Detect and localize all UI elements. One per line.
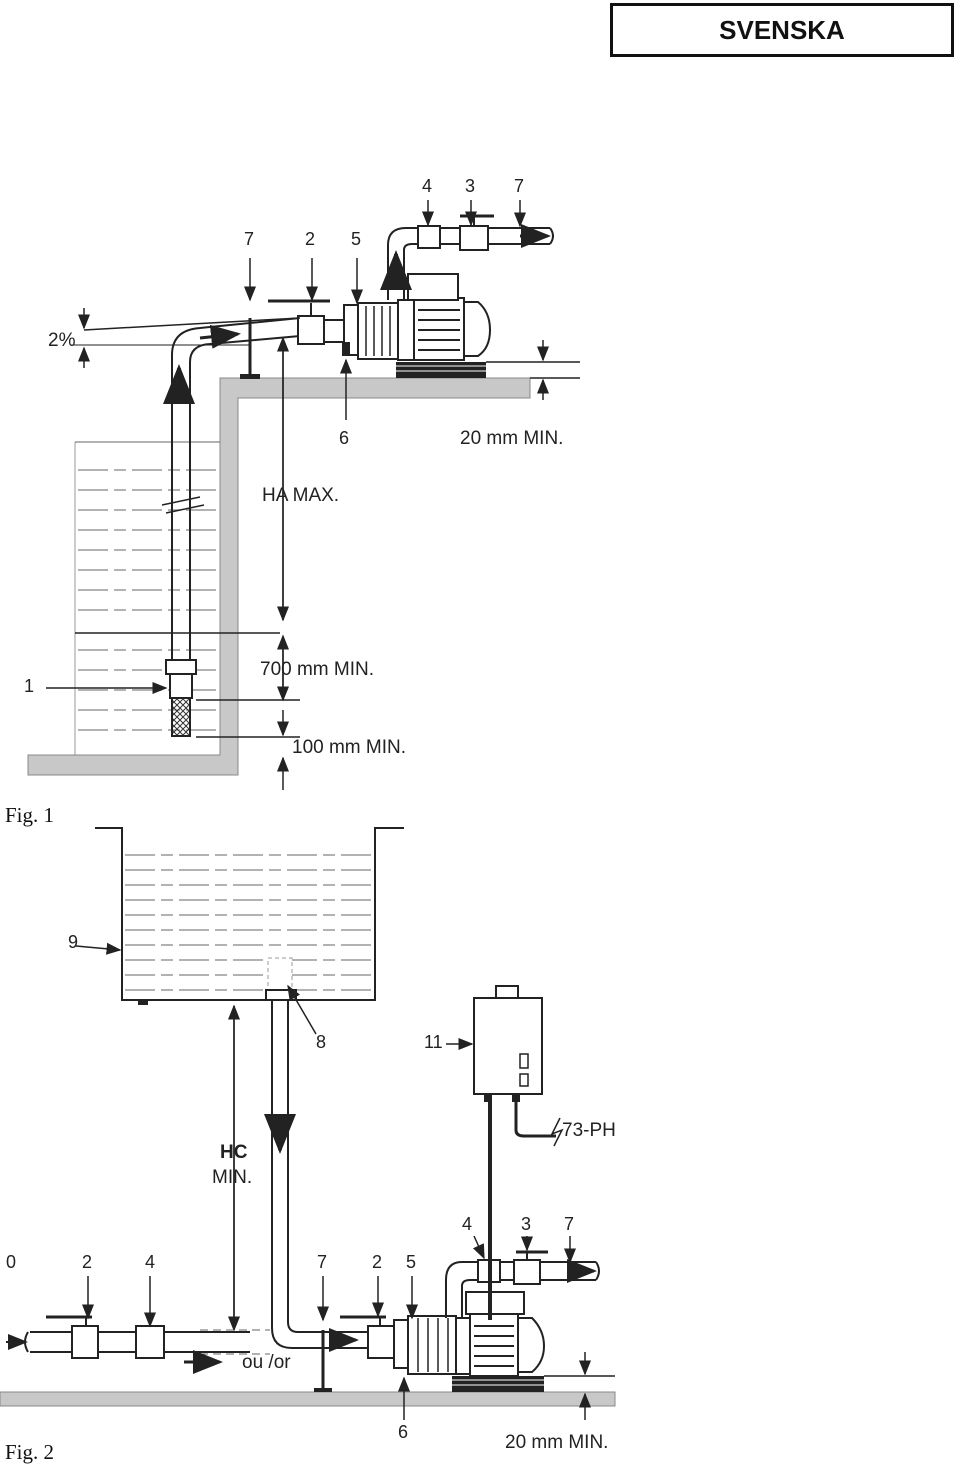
callout-8: 8 (316, 1032, 326, 1052)
callout-7b: 7 (514, 176, 524, 196)
callout-0: 0 (6, 1252, 16, 1272)
callout-2b: 2 (372, 1252, 382, 1272)
callout-7: 7 (244, 229, 254, 249)
callout-2: 2 (305, 229, 315, 249)
callout-5: 5 (406, 1252, 416, 1272)
language-label: SVENSKA (610, 3, 954, 57)
ha-max-label: HA MAX. (262, 485, 339, 506)
callout-4b: 4 (462, 1214, 472, 1234)
dim-20mm: 20 mm MIN. (460, 428, 563, 449)
dim-20mm-2: 20 mm MIN. (505, 1432, 608, 1453)
callout-7a: 7 (317, 1252, 327, 1272)
callout-6: 6 (398, 1422, 408, 1442)
callout-3: 3 (521, 1214, 531, 1234)
figure-2-caption: Fig. 2 (5, 1440, 55, 1464)
dim-100mm: 100 mm MIN. (292, 737, 406, 758)
or-label: ou /or (242, 1352, 291, 1373)
callout-3: 3 (465, 176, 475, 196)
figure-2: 9 8 11 0 2 4 7 2 5 4 3 7 6 HC MIN. ou /o… (0, 827, 616, 1453)
callout-4a: 4 (145, 1252, 155, 1272)
callout-7b: 7 (564, 1214, 574, 1234)
ground-block (27, 377, 531, 776)
discharge-pipe (387, 227, 550, 300)
hc-label: HC (220, 1142, 248, 1163)
figure-1: 7 2 5 4 3 7 6 1 2% HA MAX. 20 mm MIN. 70… (24, 176, 580, 790)
suction-pipe (171, 317, 301, 665)
dim-700mm: 700 mm MIN. (260, 659, 374, 680)
floor (0, 1391, 616, 1407)
callout-6: 6 (339, 428, 349, 448)
callout-2a: 2 (82, 1252, 92, 1272)
pressure-controller (473, 985, 543, 1102)
hc-min-label: MIN. (212, 1167, 252, 1188)
callout-11: 11 (424, 1032, 443, 1052)
callout-4: 4 (422, 176, 432, 196)
water-reservoir (74, 441, 280, 755)
foot-valve (165, 659, 197, 737)
figure-1-caption: Fig. 1 (5, 803, 55, 827)
elevated-tank (95, 827, 404, 1005)
slope-label: 2% (48, 330, 76, 351)
centrifugal-pump-2 (393, 1291, 546, 1392)
supply-pipe (271, 1000, 370, 1349)
callout-1: 1 (24, 676, 34, 696)
callout-5: 5 (351, 229, 361, 249)
centrifugal-pump (342, 273, 492, 378)
callout-9: 9 (68, 932, 78, 952)
ph-label: 73-PH (562, 1120, 616, 1141)
